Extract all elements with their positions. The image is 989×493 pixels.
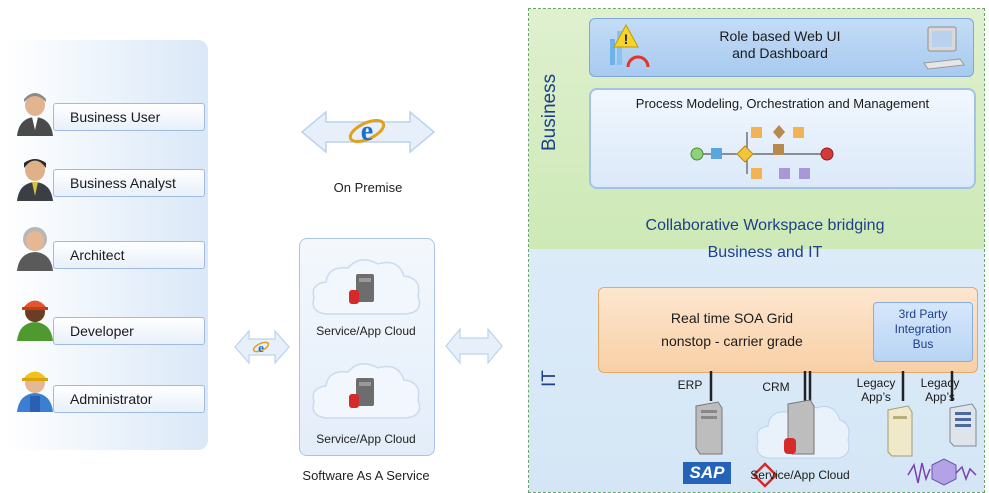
- process-flow-icon: [690, 125, 834, 179]
- role-administrator: Administrator: [53, 385, 205, 413]
- left-saas-double-arrow: [234, 329, 290, 365]
- svg-text:e: e: [361, 116, 373, 147]
- dashboard-chart-icon: !: [610, 23, 650, 68]
- saas-it-double-arrow: [445, 327, 503, 365]
- role-business-analyst: Business Analyst: [53, 169, 205, 197]
- erp-label: ERP: [677, 378, 703, 392]
- legacy-app-label-2: Legacy App’s: [920, 376, 960, 404]
- red-diamond-logo-icon: [752, 462, 778, 488]
- browser-e-small-icon: e: [252, 340, 270, 355]
- business-analyst-avatar-icon: [17, 159, 53, 201]
- architect-avatar-icon: [17, 227, 53, 271]
- soa-grid-subtitle: nonstop - carrier grade: [661, 333, 803, 349]
- cloud-icon: [312, 259, 421, 315]
- developer-avatar-icon: [17, 300, 53, 341]
- role-developer: Developer: [53, 317, 205, 345]
- roles-panel: Business User Business Analyst Architect…: [5, 40, 208, 450]
- erp-server-icon: [695, 401, 723, 455]
- process-modeling-label: Process Modeling, Orchestration and Mana…: [635, 96, 930, 111]
- legacy-app-label-1: Legacy App’s: [856, 376, 896, 404]
- collaborative-line-1: Collaborative Workspace bridging: [645, 217, 885, 234]
- web-ui-label: Role based Web UI and Dashboard: [719, 28, 841, 61]
- saas-cloud-label-1: Service/App Cloud: [316, 324, 416, 338]
- svg-text:e: e: [258, 340, 264, 355]
- integration-bus-label: 3rd Party Integration Bus: [894, 307, 952, 351]
- crm-cloud-server-icon: [756, 399, 850, 459]
- business-user-avatar-icon: [17, 93, 53, 136]
- process-modeling-box: Process Modeling, Orchestration and Mana…: [589, 88, 976, 189]
- legacy-cube-wave-icon: [907, 458, 977, 486]
- on-premise-label: On Premise: [333, 180, 403, 195]
- administrator-avatar-icon: [17, 371, 53, 412]
- soa-grid-title: Real time SOA Grid: [670, 310, 794, 326]
- collaborative-line-2: Business and IT: [707, 244, 823, 261]
- role-business-user: Business User: [53, 103, 205, 131]
- bottom-cloud-label: Service/App Cloud: [750, 468, 850, 482]
- role-architect: Architect: [53, 241, 205, 269]
- on-premise-double-arrow: [300, 110, 436, 154]
- app-connectors: [709, 371, 954, 401]
- svg-text:!: !: [624, 31, 629, 47]
- legacy-server-icon-1: [887, 405, 913, 457]
- crm-label: CRM: [762, 380, 790, 394]
- integration-bus-box: 3rd Party Integration Bus: [873, 302, 973, 362]
- it-zone-label: IT: [539, 370, 560, 387]
- computer-monitor-icon: [923, 26, 965, 70]
- cloud-icon: [312, 363, 421, 419]
- business-zone-label: Business: [539, 73, 560, 151]
- web-ui-box: ! Role based Web UI and Dashboard: [589, 18, 974, 77]
- browser-e-icon: e: [348, 116, 386, 147]
- legacy-server-icon-2: [949, 403, 977, 447]
- saas-title: Software As A Service: [302, 468, 430, 483]
- sap-logo: SAP: [683, 462, 731, 484]
- saas-cloud-label-2: Service/App Cloud: [316, 432, 416, 446]
